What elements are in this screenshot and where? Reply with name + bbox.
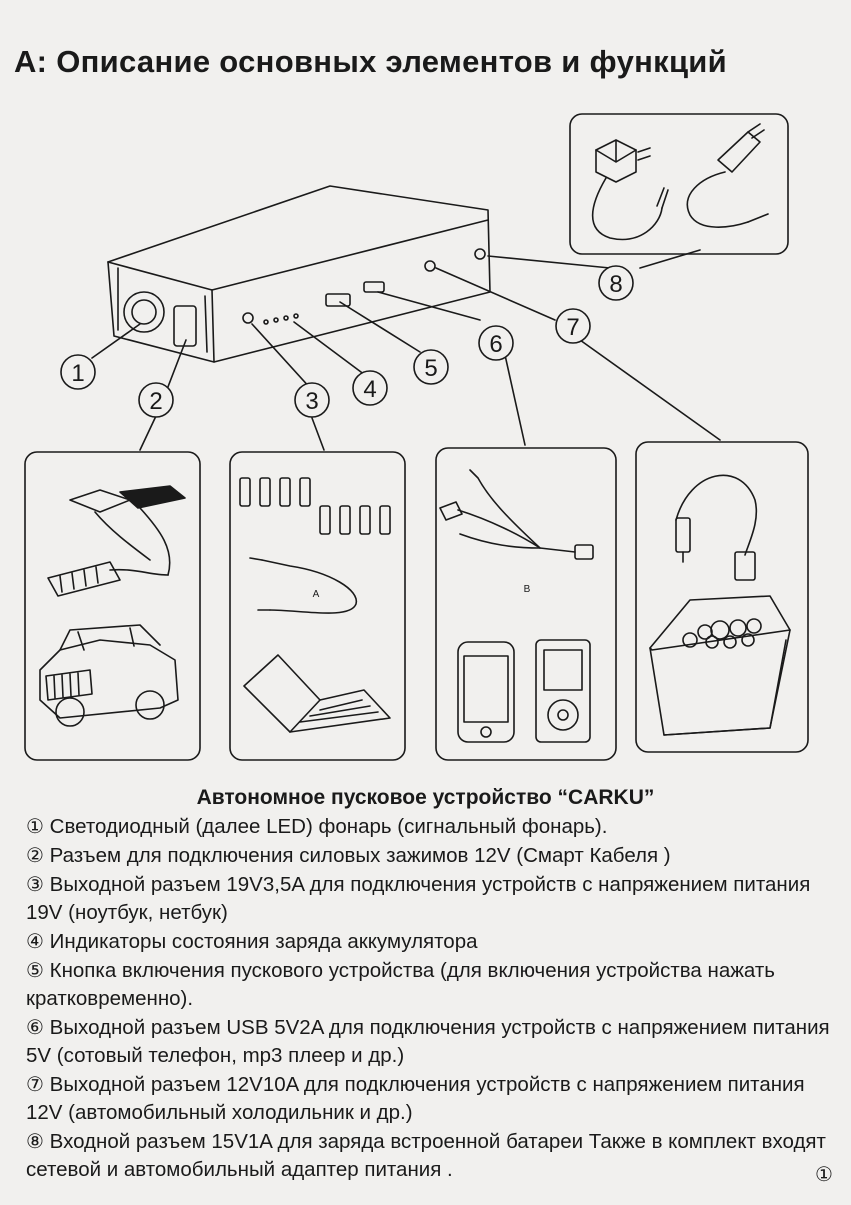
panel-label-a: A — [313, 589, 320, 600]
list-item: ① Светодиодный (далее LED) фонарь (сигна… — [26, 813, 831, 841]
panel-laptop-output — [230, 452, 405, 760]
item-number: ② — [26, 845, 44, 867]
callout-4: 4 — [363, 376, 376, 403]
callout-circles — [61, 266, 633, 417]
item-text: Выходной разъем 12V10A для подключения у… — [26, 1073, 805, 1124]
item-number: ④ — [26, 931, 44, 953]
panel-label-b: B — [524, 584, 531, 595]
page-number: ① — [815, 1162, 833, 1187]
item-number: ⑧ — [26, 1131, 44, 1153]
callout-8: 8 — [609, 271, 622, 298]
adapters-panel — [570, 114, 788, 254]
item-text: Кнопка включения пускового устройства (д… — [26, 959, 775, 1010]
panel-12v-output — [636, 442, 808, 752]
item-text: Индикаторы состояния заряда аккумулятора — [50, 930, 478, 953]
panel-usb-output — [436, 448, 616, 760]
item-text: Входной разъем 15V1A для заряда встроенн… — [26, 1130, 826, 1181]
item-number: ⑥ — [26, 1017, 44, 1039]
list-item: ② Разъем для подключения силовых зажимов… — [26, 842, 831, 870]
item-number: ③ — [26, 874, 44, 896]
list-item: ⑦ Выходной разъем 12V10A для подключения… — [26, 1071, 831, 1127]
callout-2: 2 — [149, 388, 162, 415]
item-text: Разъем для подключения силовых зажимов 1… — [50, 844, 671, 867]
list-item: ④ Индикаторы состояния заряда аккумулято… — [26, 928, 831, 956]
power-bank-device — [108, 186, 490, 362]
item-text: Выходной разъем 19V3,5A для подключения … — [26, 873, 810, 924]
callout-5: 5 — [424, 355, 437, 382]
panel-smart-cable — [25, 452, 200, 760]
callout-6: 6 — [489, 331, 502, 358]
item-number: ⑤ — [26, 960, 44, 982]
callout-3: 3 — [305, 388, 318, 415]
list-item: ③ Выходной разъем 19V3,5A для подключени… — [26, 871, 831, 927]
item-text: Светодиодный (далее LED) фонарь (сигналь… — [50, 815, 608, 838]
list-item: ⑧ Входной разъем 15V1A для заряда встрое… — [26, 1128, 831, 1184]
device-diagram: 1 2 3 4 5 6 7 8 A B — [0, 0, 851, 790]
callout-7: 7 — [566, 314, 579, 341]
callout-1: 1 — [71, 360, 84, 387]
item-number: ① — [26, 816, 44, 838]
item-number: ⑦ — [26, 1074, 44, 1096]
list-item: ⑥ Выходной разъем USB 5V2A для подключен… — [26, 1014, 831, 1070]
device-caption: Автономное пусковое устройство “CARKU” — [0, 786, 851, 810]
list-item: ⑤ Кнопка включения пускового устройства … — [26, 957, 831, 1013]
item-text: Выходной разъем USB 5V2A для подключения… — [26, 1016, 830, 1067]
feature-list: ① Светодиодный (далее LED) фонарь (сигна… — [26, 813, 831, 1185]
